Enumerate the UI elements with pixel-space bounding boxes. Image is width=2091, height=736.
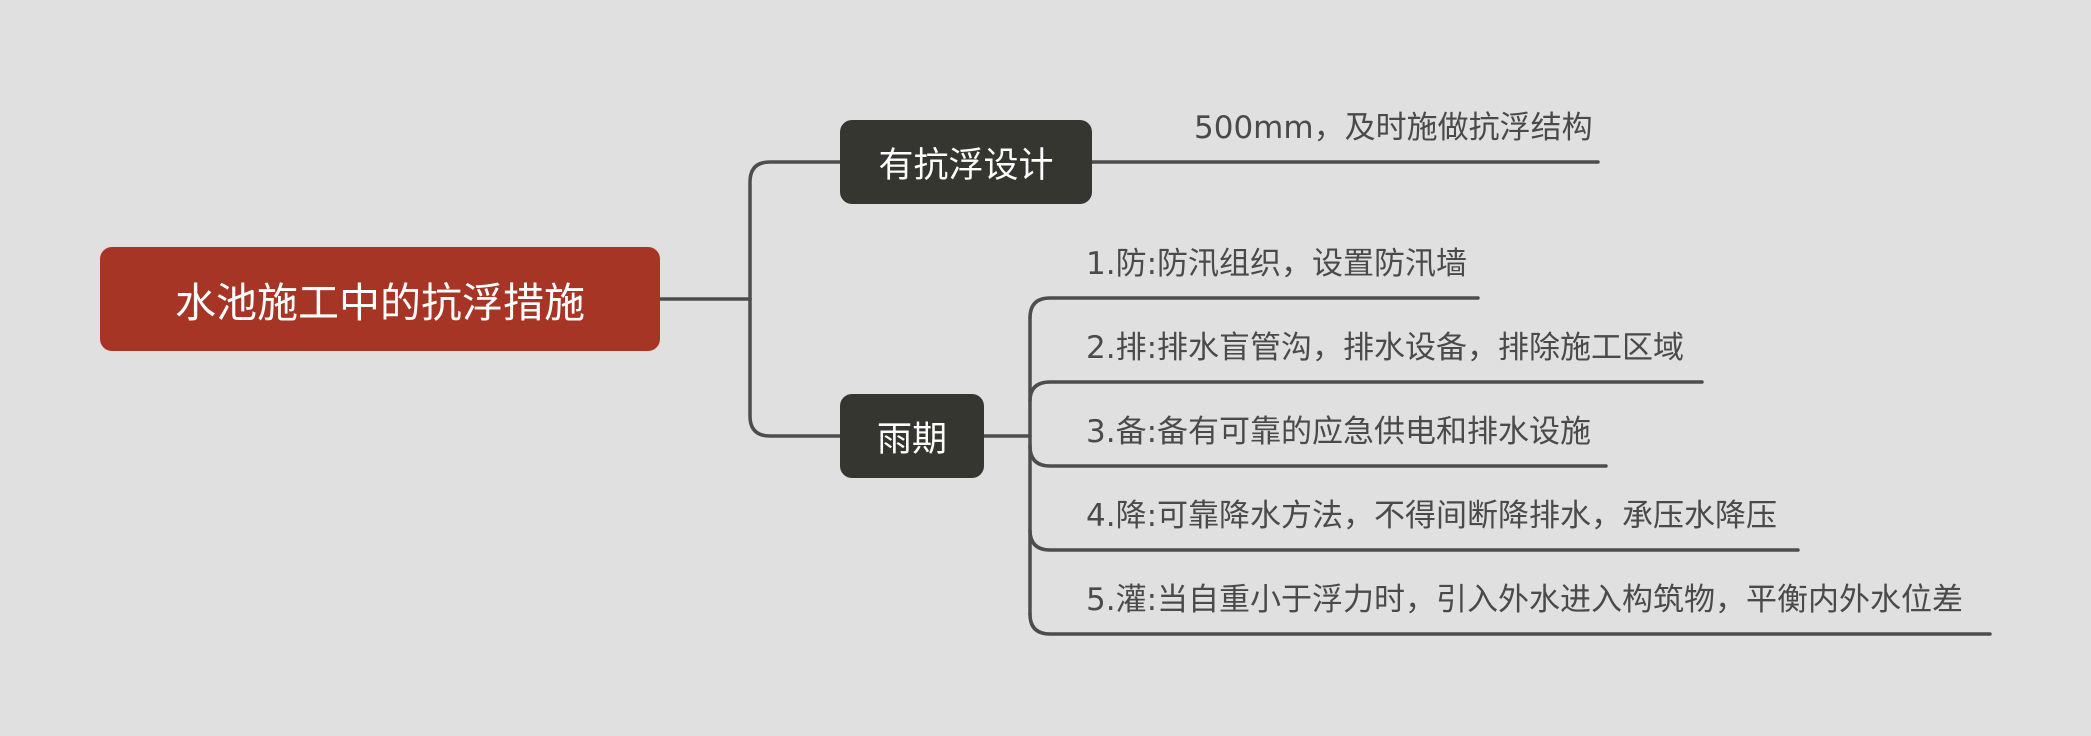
leaf-node-prepare[interactable]: 3.备:备有可靠的应急供电和排水设施 — [1086, 414, 1592, 450]
leaf-node-lower[interactable]: 4.降:可靠降水方法，不得间断降排水，承压水降压 — [1086, 498, 1778, 534]
leaf-node-prevent[interactable]: 1.防:防汛组织，设置防汛墙 — [1086, 246, 1468, 282]
branch-node-label: 雨期 — [876, 419, 947, 460]
leaf-node-drain[interactable]: 2.排:排水盲管沟，排水设备，排除施工区域 — [1086, 330, 1685, 366]
connector-root-to-branch-a — [748, 160, 842, 301]
connector-branch-b-leaf-1 — [1028, 296, 1480, 320]
connector-root-to-branch-b — [748, 297, 842, 438]
connector-branch-b-leaf-4 — [1028, 528, 1800, 552]
branch-node-rainy-season[interactable]: 雨期 — [840, 394, 984, 478]
branch-node-anti-float-design[interactable]: 有抗浮设计 — [840, 120, 1092, 204]
leaf-node-anti-float-structure[interactable]: 500mm，及时施做抗浮结构 — [1194, 110, 1593, 146]
root-node-label: 水池施工中的抗浮措施 — [175, 279, 585, 327]
connector-branch-b-leaf-3 — [1028, 444, 1608, 468]
branch-node-label: 有抗浮设计 — [878, 145, 1054, 186]
connector-branch-b-leaf-2 — [1028, 380, 1704, 403]
root-node[interactable]: 水池施工中的抗浮措施 — [100, 247, 660, 351]
connector-branch-b-leaf-5 — [1028, 612, 1992, 636]
leaf-node-fill[interactable]: 5.灌:当自重小于浮力时，引入外水进入构筑物，平衡内外水位差 — [1086, 582, 1964, 618]
